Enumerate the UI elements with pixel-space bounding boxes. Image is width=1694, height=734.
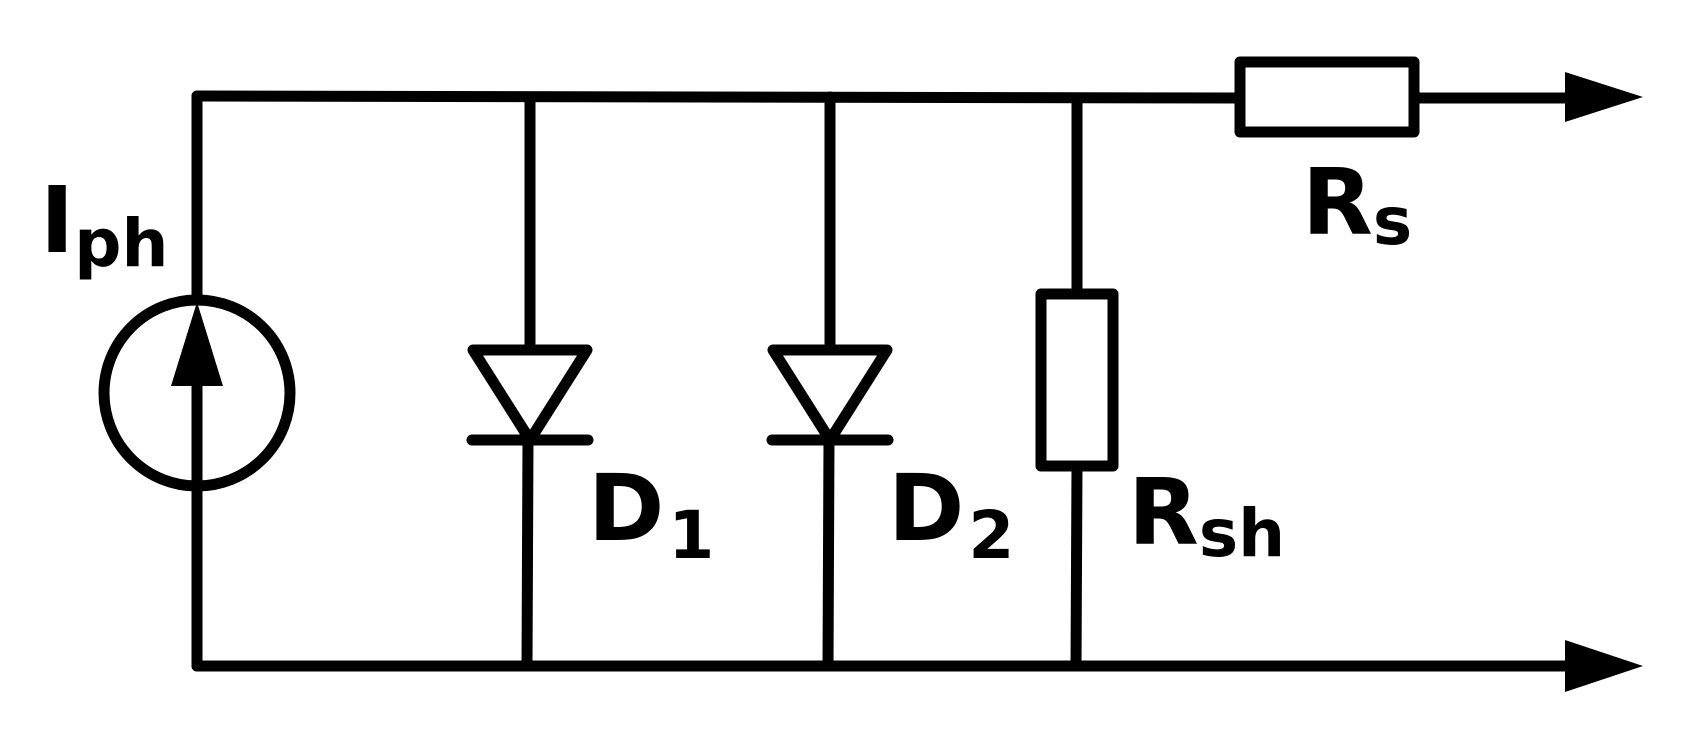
current-source-label-main: I (40, 167, 74, 274)
shunt-resistor-bottom-wire (1070, 460, 1083, 672)
top-output-arrow (1565, 72, 1643, 122)
diode-1-bottom-wire (521, 434, 534, 672)
top-rail-wire (191, 90, 1246, 104)
diode-1-label-main: D (588, 455, 664, 562)
diode-2-label: D2 (888, 455, 1014, 574)
series-resistor-label-sub: s (1373, 183, 1412, 260)
shunt-resistor-label: Rsh (1128, 459, 1285, 572)
diode-2-bottom-wire (822, 434, 835, 672)
diode-2-label-main: D (888, 455, 964, 562)
diode-1-label-sub: 1 (668, 497, 714, 574)
series-resistor-label: Rs (1302, 149, 1412, 260)
current-source-label-sub: ph (74, 205, 168, 282)
diode-1-triangle (467, 344, 593, 446)
current-source-arrow-head (171, 302, 223, 386)
series-resistor-body (1234, 56, 1420, 138)
diode-2-triangle (767, 344, 893, 446)
shunt-resistor-label-main: R (1128, 459, 1199, 566)
series-resistor-label-main: R (1302, 149, 1373, 256)
shunt-resistor-body (1035, 288, 1119, 472)
bottom-output-arrow (1565, 640, 1643, 692)
current-source-label: Iph (40, 167, 168, 282)
diode-1-label: D1 (588, 455, 714, 574)
diode-2-label-sub: 2 (968, 497, 1014, 574)
shunt-resistor-label-sub: sh (1199, 495, 1285, 572)
